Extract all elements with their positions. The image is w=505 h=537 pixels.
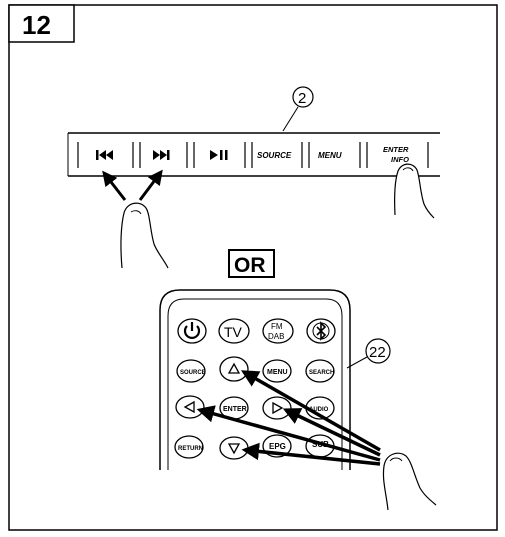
panel-source-button[interactable]: SOURCE [257, 151, 292, 160]
callout-panel: 2 [282, 86, 314, 132]
svg-text:2: 2 [298, 90, 306, 107]
svg-text:22: 22 [369, 344, 386, 361]
svg-text:TV: TV [224, 324, 243, 340]
remote-down-button[interactable] [219, 436, 249, 460]
right-arrow-icon [272, 401, 284, 415]
remote-source-button[interactable]: SOURCE [176, 359, 206, 383]
step-box [8, 4, 75, 43]
svg-text:AUDIO: AUDIO [309, 407, 329, 413]
svg-text:SOURCE: SOURCE [180, 370, 206, 376]
play-pause-icon[interactable] [210, 150, 228, 160]
panel-menu-button[interactable]: MENU [318, 151, 342, 160]
remote-up-button[interactable] [219, 356, 249, 382]
arrow-to-next [138, 169, 163, 201]
finger-hand-icon [394, 163, 435, 219]
svg-text:FM: FM [271, 322, 283, 331]
remote-bluetooth-button[interactable] [306, 318, 336, 344]
arrow-to-prev [102, 170, 127, 201]
remote-fm-dab-button[interactable]: FM DAB [262, 318, 294, 344]
svg-text:SEARCH: SEARCH [309, 370, 334, 376]
arrow-to-left [196, 405, 381, 462]
svg-text:ENTER: ENTER [223, 406, 247, 413]
remote-left-button[interactable] [175, 395, 205, 419]
prev-icon[interactable] [96, 150, 113, 160]
up-arrow-icon [227, 362, 241, 374]
finger-hand-icon [120, 202, 169, 269]
remote-right-button[interactable] [262, 396, 292, 420]
svg-text:RETURN: RETURN [178, 446, 203, 452]
arrow-to-down [241, 442, 381, 466]
down-arrow-icon [227, 443, 241, 455]
remote-menu-button[interactable]: MENU [262, 359, 292, 383]
or-box [228, 249, 275, 278]
svg-text:MENU: MENU [267, 369, 288, 376]
callout-remote: 22 [346, 338, 391, 369]
step-number: 12 [22, 10, 51, 40]
front-panel: SOURCE MENU ENTER INFO [67, 132, 440, 177]
bluetooth-icon [316, 321, 327, 341]
power-icon [183, 322, 201, 339]
next-icon[interactable] [153, 150, 170, 160]
svg-text:DAB: DAB [268, 332, 284, 341]
or-label: OR [234, 254, 266, 277]
arrow-to-right [282, 408, 381, 457]
remote-search-button[interactable]: SEARCH [305, 359, 335, 383]
remote-return-button[interactable]: RETURN [174, 435, 204, 459]
panel-info-label[interactable]: INFO [391, 155, 409, 164]
outer-frame [8, 4, 498, 531]
svg-text:EPG: EPG [269, 442, 286, 451]
remote-tv-button[interactable]: TV [218, 318, 250, 344]
remote-power-button[interactable] [177, 318, 207, 344]
left-arrow-icon [183, 400, 195, 414]
finger-hand-icon [382, 452, 437, 511]
panel-enter-label[interactable]: ENTER [383, 145, 409, 154]
arrow-to-up [240, 370, 381, 452]
